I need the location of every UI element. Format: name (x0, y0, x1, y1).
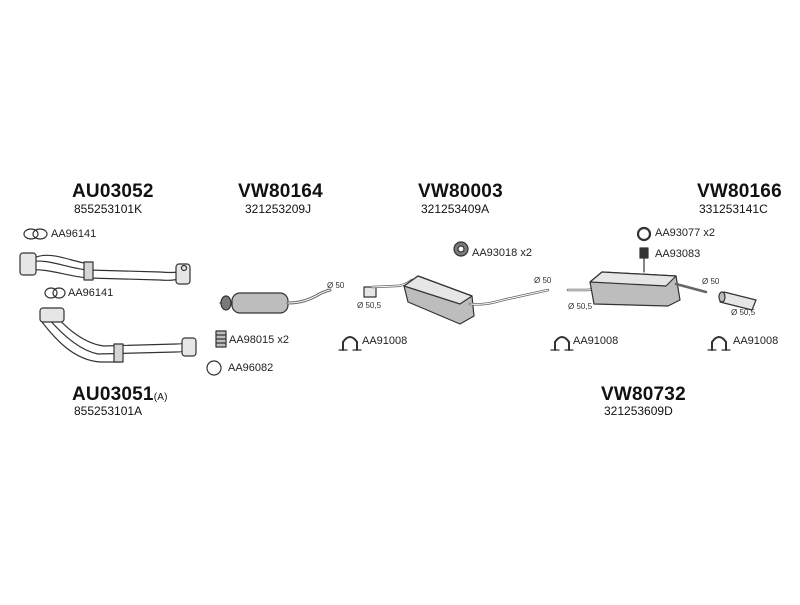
rear-silencer-vw80166 (568, 272, 706, 306)
diameter-label-50-vw80166: Ø 50 (702, 277, 720, 286)
front-pipe-au03052-end-hole (182, 266, 187, 271)
diameter-label-505-vw80003: Ø 50,5 (357, 301, 382, 310)
front-pipe-au03051-flange (40, 308, 64, 322)
clamp-aa91008-c (708, 337, 730, 350)
middle-silencer-vw80003 (364, 276, 548, 324)
accessory-label-aa91008-b: AA91008 (573, 335, 619, 347)
accessory-label-aa96141-top: AA96141 (51, 228, 97, 240)
diameter-label-50-vw80164: Ø 50 (327, 281, 345, 290)
part-code-au03051: AU03051(A) (72, 384, 168, 406)
front-pipe-au03052-tube-b (28, 270, 178, 281)
part-code-vw80003: VW80003 (418, 181, 503, 202)
middle-silencer-vw80003-sleeve (364, 287, 376, 297)
oem-number-vw80164: 321253209J (245, 202, 312, 216)
accessory-label-aa98015: AA98015 x2 (229, 334, 289, 346)
oem-number-vw80732: 321253609D (604, 404, 673, 418)
front-silencer-vw80164-body (232, 293, 288, 313)
diameter-label-505-vw80732: Ø 50,5 (731, 308, 756, 317)
part-code-au03051-note: (A) (153, 392, 168, 403)
part-code-vw80166: VW80166 (697, 181, 782, 202)
front-pipe-au03052-tube-a (28, 261, 178, 272)
ring-aa93077 (638, 228, 650, 240)
ring-aa96082 (207, 361, 221, 375)
front-pipe-au03052-flange (20, 253, 36, 275)
part-code-au03051-text: AU03051 (72, 384, 154, 405)
oem-number-au03051: 855253101A (74, 404, 143, 418)
gasket-aa96141-top (24, 229, 47, 239)
spring-aa98015 (216, 331, 226, 347)
accessory-label-aa93018: AA93018 x2 (472, 247, 532, 259)
rubber-mount-aa93018 (454, 242, 468, 256)
accessory-label-aa91008-a: AA91008 (362, 335, 408, 347)
accessory-label-aa91008-c: AA91008 (733, 335, 779, 347)
accessory-label-aa96141-bottom: AA96141 (68, 287, 114, 299)
accessory-label-aa96082: AA96082 (228, 362, 274, 374)
gasket-aa96141-bottom (45, 288, 65, 298)
accessory-label-aa93077: AA93077 x2 (655, 227, 715, 239)
accessory-label-aa93083: AA93083 (655, 248, 701, 260)
clamp-aa91008-b (551, 337, 573, 350)
oem-number-vw80003: 321253409A (421, 202, 490, 216)
clamp-aa91008-a (339, 337, 361, 350)
diameter-label-505-vw80166: Ø 50,5 (568, 302, 593, 311)
front-pipe-au03051-clamp (114, 344, 123, 362)
front-pipe-au03052 (20, 253, 190, 284)
part-code-vw80164: VW80164 (238, 181, 323, 202)
rear-silencer-vw80166-outlet (676, 284, 706, 292)
front-pipe-au03052-clamp (84, 262, 93, 280)
oem-number-vw80166: 331253141C (699, 202, 768, 216)
part-code-vw80732: VW80732 (601, 384, 686, 405)
oem-number-au03052: 855253101K (74, 202, 143, 216)
tail-pipe-vw80732 (719, 292, 756, 310)
front-pipe-au03051-end-flange (182, 338, 196, 356)
front-pipe-au03052-end-flange (176, 264, 190, 284)
front-pipe-au03051 (40, 308, 196, 362)
front-silencer-vw80164 (220, 290, 330, 313)
hanger-aa93083 (640, 248, 648, 272)
front-pipe-au03051-tube-b (56, 316, 188, 346)
front-pipe-au03052-tube-c (34, 255, 90, 264)
diameter-label-50-vw80003: Ø 50 (534, 276, 552, 285)
part-code-au03052: AU03052 (72, 181, 154, 202)
front-pipe-au03051-tube-c (42, 322, 120, 362)
